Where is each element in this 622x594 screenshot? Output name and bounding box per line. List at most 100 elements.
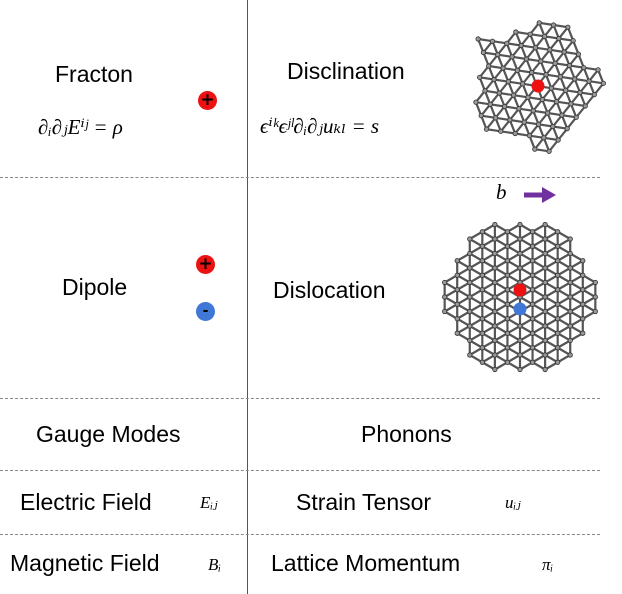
lattice-momentum-label: Lattice Momentum	[271, 550, 461, 576]
lattice-site	[581, 65, 587, 71]
lattice-site	[529, 272, 536, 278]
lattice-site	[550, 123, 556, 130]
lattice-site	[555, 359, 561, 365]
lattice-site	[500, 65, 506, 71]
lattice-site	[572, 76, 578, 82]
lattice-site	[529, 359, 536, 365]
lattice-site	[504, 301, 511, 307]
lattice-site	[496, 90, 502, 96]
lattice-site	[516, 106, 522, 112]
lattice-site	[467, 294, 473, 300]
lattice-site	[495, 52, 501, 58]
lattice-site	[555, 272, 561, 278]
lattice-site	[573, 114, 579, 120]
lattice-site	[475, 36, 481, 42]
lattice-site	[580, 330, 586, 336]
phonons-label: Phonons	[361, 421, 452, 447]
lattice-site	[556, 35, 562, 42]
lattice-site	[557, 74, 563, 80]
lattice-site	[486, 63, 492, 69]
dislocation-positive-icon	[513, 283, 527, 297]
dislocation-negative-icon	[513, 302, 527, 316]
lattice-site	[467, 323, 473, 329]
lattice-site	[492, 115, 499, 121]
lattice-site	[542, 250, 548, 257]
lattice-site	[512, 130, 518, 137]
lattice-site	[529, 229, 536, 235]
lattice-site	[492, 366, 498, 373]
lattice-site	[570, 38, 576, 44]
lattice-site	[542, 265, 548, 271]
disclination-equation: ϵⁱᵏϵʲˡ∂ᵢ∂ⱼuₖₗ = s	[260, 114, 380, 138]
lattice-site	[555, 316, 561, 322]
lattice-site	[565, 24, 571, 30]
lattice-site	[504, 287, 511, 293]
lattice-site	[523, 56, 530, 62]
lattice-site	[529, 69, 535, 76]
lattice-site	[520, 81, 526, 87]
lattice-site	[454, 287, 460, 293]
lattice-site	[532, 146, 538, 152]
lattice-site	[473, 99, 479, 105]
lattice-site	[454, 330, 460, 336]
lattice-site	[559, 112, 565, 118]
lattice-site	[561, 49, 567, 55]
lattice-site	[501, 103, 508, 110]
disclination-lattice	[473, 20, 606, 154]
lattice-site	[535, 121, 542, 127]
lattice-site	[504, 258, 511, 264]
lattice-site	[505, 79, 511, 85]
lattice-site	[511, 92, 517, 98]
lattice-site	[517, 323, 523, 329]
burgers-arrow-icon	[524, 187, 556, 203]
positive-charge-icon: +	[198, 91, 217, 110]
lattice-site	[539, 96, 545, 103]
lattice-site	[525, 94, 531, 100]
lattice-site	[564, 126, 570, 132]
disclination-label: Disclination	[287, 58, 405, 84]
lattice-site	[542, 236, 548, 242]
lattice-site	[567, 236, 573, 242]
lattice-site	[546, 148, 552, 154]
lattice-site	[504, 316, 511, 322]
lattice-site	[467, 236, 473, 242]
lattice-site	[567, 323, 573, 329]
lattice-site	[538, 58, 544, 64]
lattice-site	[600, 80, 606, 86]
lattice-site	[542, 279, 548, 286]
lattice-site	[477, 74, 483, 80]
lattice-site	[518, 42, 524, 49]
strain-tensor-label: Strain Tensor	[296, 489, 432, 515]
lattice-site	[580, 316, 586, 322]
lattice-site	[491, 76, 497, 83]
lattice-site	[555, 258, 561, 264]
lattice-site	[567, 308, 573, 315]
lattice-site	[527, 31, 533, 37]
lattice-site	[442, 308, 448, 315]
lattice-site	[479, 316, 485, 322]
negative-charge-icon: -	[196, 302, 215, 321]
lattice-site	[595, 67, 601, 73]
lattice-site	[480, 49, 487, 56]
lattice-site	[580, 258, 586, 264]
lattice-site	[567, 352, 573, 358]
lattice-site	[489, 38, 496, 44]
lattice-site	[507, 117, 513, 123]
lattice-site	[575, 51, 582, 57]
lattice-site	[504, 330, 511, 336]
dislocation-label: Dislocation	[273, 277, 386, 303]
lattice-site	[517, 221, 523, 228]
row-divider-3	[0, 470, 600, 471]
lattice-site	[541, 135, 547, 141]
lattice-site	[555, 345, 561, 351]
lattice-site	[479, 272, 485, 278]
lattice-site	[548, 85, 554, 91]
lattice-site	[504, 272, 511, 278]
lattice-site	[582, 103, 588, 109]
lattice-momentum-symbol: πᵢ	[542, 555, 554, 574]
lattice-site	[513, 29, 519, 35]
dipole-label: Dipole	[62, 274, 128, 300]
lattice-site	[580, 287, 586, 293]
lattice-site	[492, 294, 498, 300]
lattice-site	[555, 301, 561, 307]
